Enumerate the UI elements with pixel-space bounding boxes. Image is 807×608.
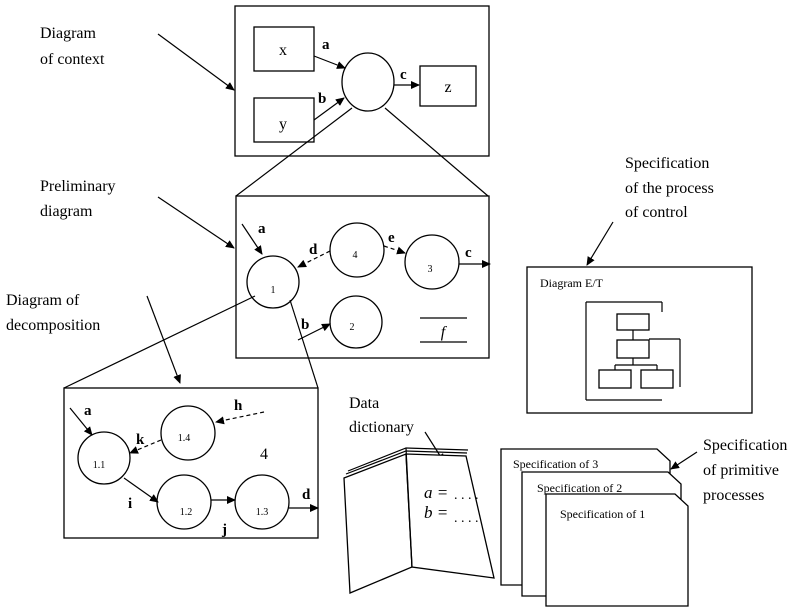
label-primitive-line3: processes: [703, 487, 764, 504]
decomposition-flow-a-label: a: [84, 403, 92, 419]
context-process: [341, 52, 395, 112]
pointer-context: [157, 33, 235, 91]
decomposition-expansion-left: [63, 295, 256, 389]
label-dictionary-line2: dictionary: [349, 419, 414, 436]
decomposition-number: 4: [260, 446, 268, 463]
decomposition-process-1-2-label: 1.2: [180, 507, 193, 518]
decomposition-flow-d-label: d: [302, 487, 311, 503]
data-dictionary-book: [343, 447, 495, 594]
decomposition-process-1-1-label: 1.1: [93, 460, 106, 471]
context-flow-b: [313, 97, 345, 121]
context-entity-z: [419, 65, 477, 107]
decomposition-flow-a: [69, 407, 93, 436]
decomposition-process-1-4-label: 1.4: [178, 433, 191, 444]
decomposition-expansion-right: [289, 299, 319, 389]
data-store-f-label: f: [441, 324, 448, 341]
preliminary-process-1-label: 1: [271, 285, 276, 296]
decomposition-flow-i: [123, 477, 159, 503]
decomposition-process-1-3: [234, 474, 290, 530]
preliminary-process-2: [329, 295, 383, 349]
preliminary-process-3-label: 3: [428, 264, 433, 275]
dictionary-dots-a: . . . .: [454, 488, 479, 503]
preliminary-flow-d: [297, 250, 331, 268]
preliminary-flow-c-label: c: [465, 245, 472, 261]
preliminary-flow-d-label: d: [309, 242, 318, 258]
label-context-line2: of context: [40, 51, 105, 68]
spec-page-3-title: Specification of 3: [513, 457, 598, 471]
decomposition-process-1-2: [156, 474, 212, 530]
label-primitive-line1: Specification: [703, 437, 787, 454]
preliminary-process-1: [246, 255, 300, 309]
decomposition-process-1-1: [77, 431, 131, 485]
preliminary-flow-b-label: b: [301, 317, 309, 333]
dictionary-entry-b: b =: [424, 503, 448, 522]
label-decomposition-line1: Diagram of: [6, 292, 80, 309]
preliminary-process-4-label: 4: [353, 250, 358, 261]
decomposition-flow-k-label: k: [136, 432, 145, 448]
pointer-primitive: [670, 451, 698, 470]
label-control-line2: of the process: [625, 180, 714, 197]
dictionary-dots-b: . . . .: [454, 511, 479, 526]
spec-page-1-title: Specification of 1: [560, 507, 645, 521]
expansion-line-left: [235, 107, 353, 197]
context-entity-x-label: x: [279, 42, 287, 59]
label-control-line1: Specification: [625, 155, 709, 172]
preliminary-flow-e: [383, 245, 406, 255]
decomposition-flow-h-label: h: [234, 398, 243, 414]
context-flow-c-label: c: [400, 67, 407, 83]
spec-page-2-title: Specification of 2: [537, 481, 622, 495]
context-entity-x: [253, 26, 315, 72]
decomposition-process-1-3-label: 1.3: [256, 507, 269, 518]
context-flow-b-label: b: [318, 91, 326, 107]
control-diagram-title: Diagram E/T: [540, 276, 604, 290]
preliminary-flow-a-label: a: [258, 221, 266, 237]
context-flow-a-label: a: [322, 37, 330, 53]
preliminary-process-3: [404, 234, 460, 290]
label-decomposition-line2: decomposition: [6, 317, 100, 334]
label-dictionary-line1: Data: [349, 395, 379, 412]
context-entity-y-label: y: [279, 116, 287, 133]
pointer-control: [586, 221, 614, 266]
preliminary-flow-a: [241, 223, 263, 255]
preliminary-process-4: [329, 222, 385, 278]
pointer-preliminary: [157, 196, 235, 249]
decomposition-flow-i-label: i: [128, 496, 132, 512]
label-primitive-line2: of primitive: [703, 462, 779, 479]
label-context-line1: Diagram: [40, 25, 97, 42]
label-preliminary-line1: Preliminary: [40, 178, 116, 195]
decomposition-flow-j-label: j: [221, 522, 227, 538]
spec-page-1: [545, 493, 689, 607]
decomposition-process-1-4: [160, 405, 216, 461]
context-entity-y: [253, 97, 315, 143]
preliminary-process-2-label: 2: [350, 322, 355, 333]
state-transition-chart: [585, 301, 681, 401]
dictionary-entry-a: a =: [424, 483, 448, 502]
label-control-line3: of control: [625, 204, 688, 221]
label-preliminary-line2: diagram: [40, 203, 93, 220]
context-entity-z-label: z: [444, 79, 451, 96]
expansion-line-right: [384, 107, 489, 197]
decomposition-flow-h: [215, 411, 265, 425]
decomposition-flow-k: [129, 439, 162, 454]
context-flow-a: [313, 55, 346, 69]
preliminary-flow-e-label: e: [388, 230, 395, 246]
preliminary-flow-b: [297, 323, 331, 341]
